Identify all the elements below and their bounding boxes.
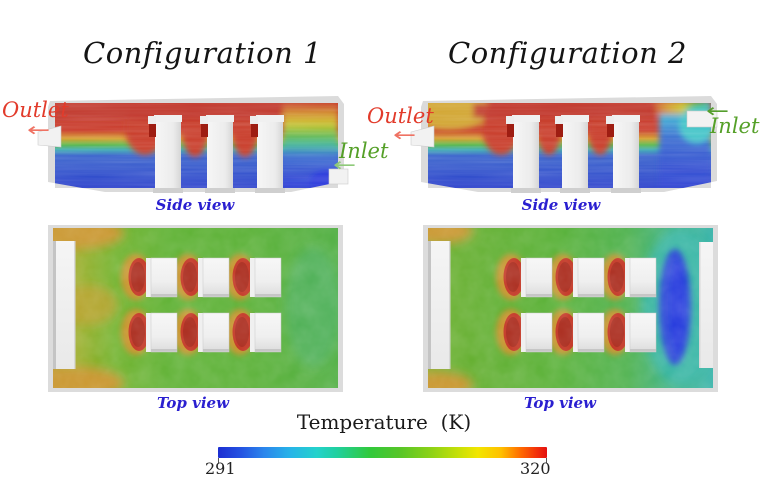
config1-top-view-cfd-image bbox=[48, 225, 343, 392]
config1-title: Configuration 1 bbox=[83, 36, 322, 70]
colorbar-min-label: 291 bbox=[205, 459, 236, 477]
config2-top-view-cfd-image bbox=[423, 225, 718, 392]
config2-inlet-label: Inlet bbox=[710, 114, 760, 138]
config1-inlet-arrow-icon: ← bbox=[333, 154, 357, 176]
config2-inlet-arrow-icon: ← bbox=[706, 100, 730, 122]
config1-outlet-label: Outlet bbox=[2, 98, 69, 122]
config2-side-field bbox=[428, 103, 711, 188]
config1-top-field bbox=[53, 228, 338, 388]
config2-title: Configuration 2 bbox=[448, 36, 687, 70]
config1-top-view-caption: Top view bbox=[156, 394, 230, 412]
config2-outlet-arrow-icon: ← bbox=[393, 124, 417, 146]
config1-outlet-arrow-icon: ← bbox=[27, 119, 51, 141]
colorbar-max-tick bbox=[546, 458, 547, 463]
config2-inlet-duct bbox=[686, 110, 718, 128]
config2-inlet-slot bbox=[699, 242, 713, 368]
config1-inlet-label: Inlet bbox=[339, 139, 389, 163]
config2-desk-rows bbox=[506, 115, 641, 193]
config2-top-view-caption: Top view bbox=[523, 394, 597, 412]
config2-desks bbox=[521, 257, 657, 353]
colorbar-min-tick bbox=[218, 458, 219, 463]
config1-outlet-slot bbox=[53, 241, 76, 369]
config2-outlet-label: Outlet bbox=[367, 104, 434, 128]
config2-side-view-caption: Side view bbox=[521, 196, 601, 214]
config1-outlet-duct bbox=[37, 125, 62, 148]
config1-side-field bbox=[55, 103, 338, 188]
colorbar-title: Temperature (K) bbox=[296, 410, 472, 434]
temperature-colorbar bbox=[218, 447, 547, 458]
config2-outlet-duct bbox=[410, 125, 435, 148]
config1-inlet-duct bbox=[328, 168, 349, 185]
config2-top-field bbox=[428, 228, 713, 388]
config1-desks bbox=[146, 257, 282, 353]
config2-outlet-slot bbox=[428, 241, 451, 369]
config1-side-view-cfd-image bbox=[37, 96, 349, 193]
config1-desk-rows bbox=[148, 115, 285, 193]
colorbar-max-label: 320 bbox=[520, 459, 551, 477]
config1-side-view-caption: Side view bbox=[155, 196, 235, 214]
config2-side-view-cfd-image bbox=[410, 96, 718, 193]
